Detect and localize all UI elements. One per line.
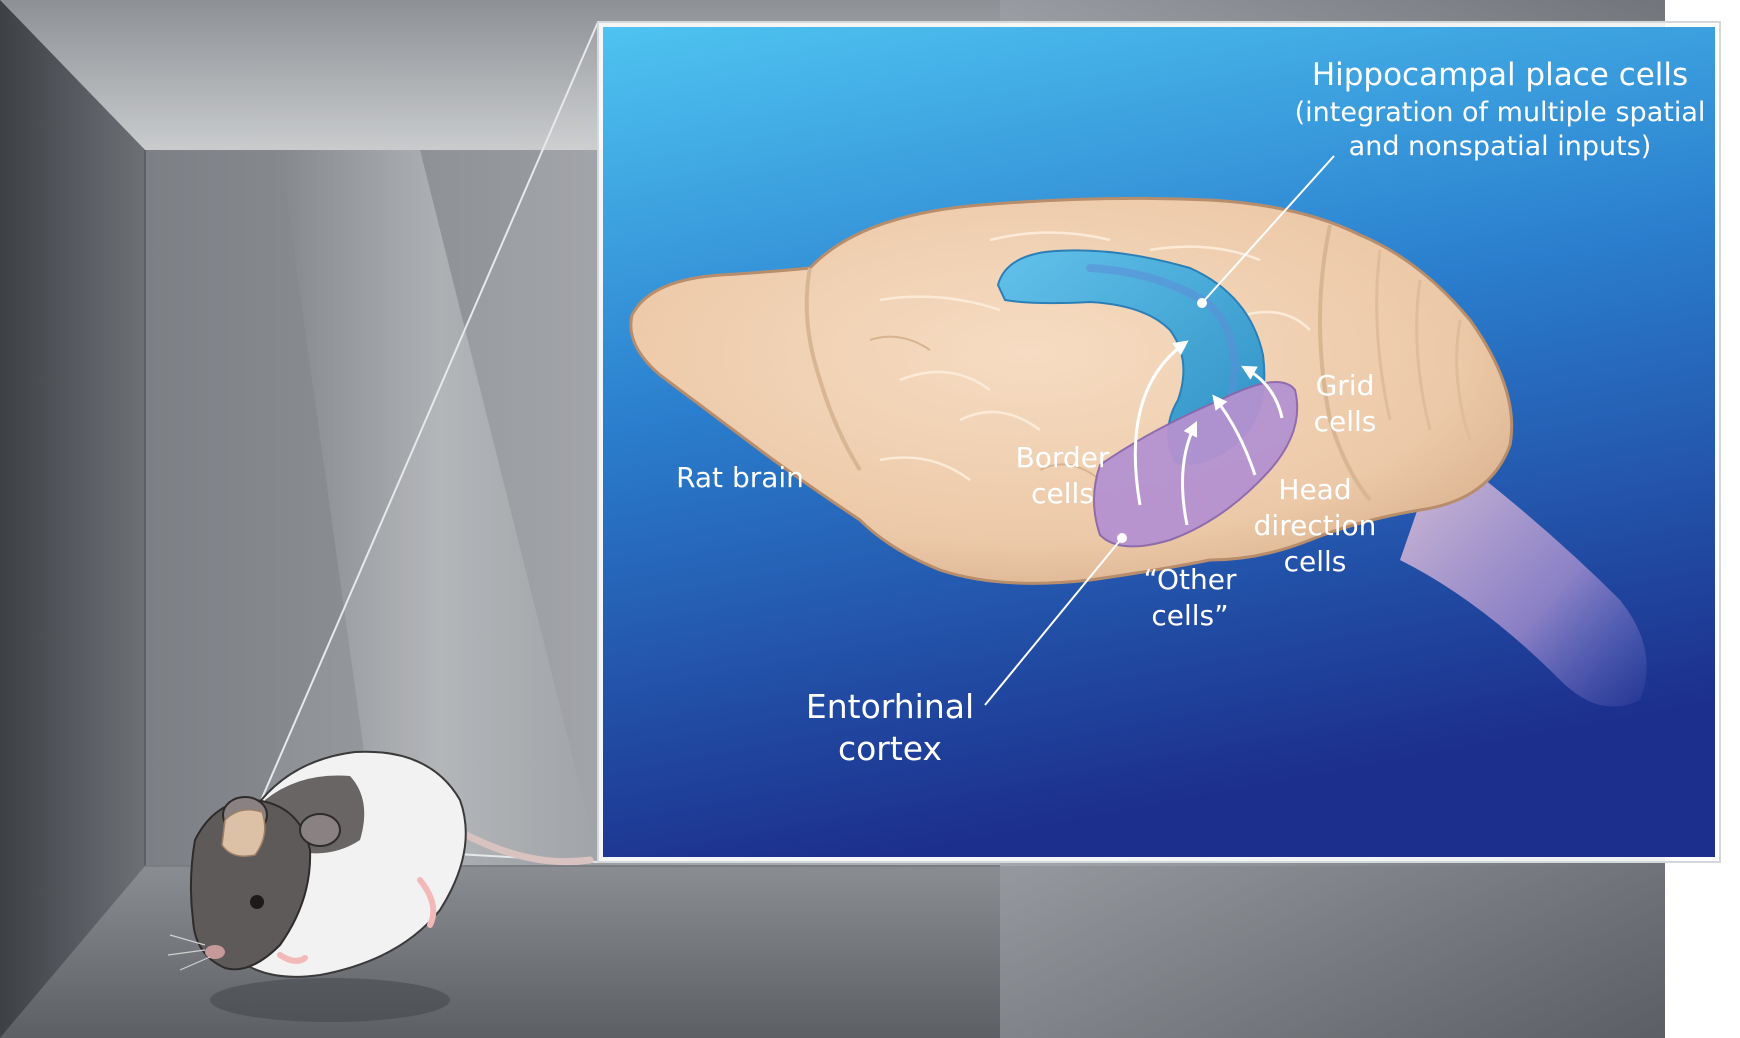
head-direction-cells-label: Head direction cells [1240, 472, 1390, 579]
entorhinal-line1: Entorhinal [790, 686, 990, 728]
room-left-wall [0, 0, 145, 1038]
hippocampus-marker [1197, 298, 1207, 308]
grid-cells-label: Grid cells [1290, 368, 1400, 440]
hippocampus-title: Hippocampal place cells [1280, 56, 1720, 96]
head-direction-line1: Head [1240, 472, 1390, 508]
grid-cells-line2: cells [1290, 404, 1400, 440]
other-cells-line2: cells” [1130, 598, 1250, 634]
entorhinal-line2: cortex [790, 728, 990, 770]
border-cells-line2: cells [1000, 476, 1125, 512]
hippocampal-place-cells-label: Hippocampal place cells (integration of … [1280, 56, 1720, 165]
rat-brain-label: Rat brain [665, 460, 815, 496]
hippocampus-note-line1: (integration of multiple spatial [1280, 96, 1720, 131]
border-cells-label: Border cells [1000, 440, 1125, 512]
border-cells-line1: Border [1000, 440, 1125, 476]
head-direction-line3: cells [1240, 544, 1390, 580]
head-direction-line2: direction [1240, 508, 1390, 544]
hippocampus-note-line2: and nonspatial inputs) [1280, 130, 1720, 165]
other-cells-line1: “Other [1130, 562, 1250, 598]
other-cells-label: “Other cells” [1130, 562, 1250, 634]
entorhinal-cortex-label: Entorhinal cortex [790, 686, 990, 770]
entorhinal-marker [1117, 533, 1127, 543]
grid-cells-line1: Grid [1290, 368, 1400, 404]
